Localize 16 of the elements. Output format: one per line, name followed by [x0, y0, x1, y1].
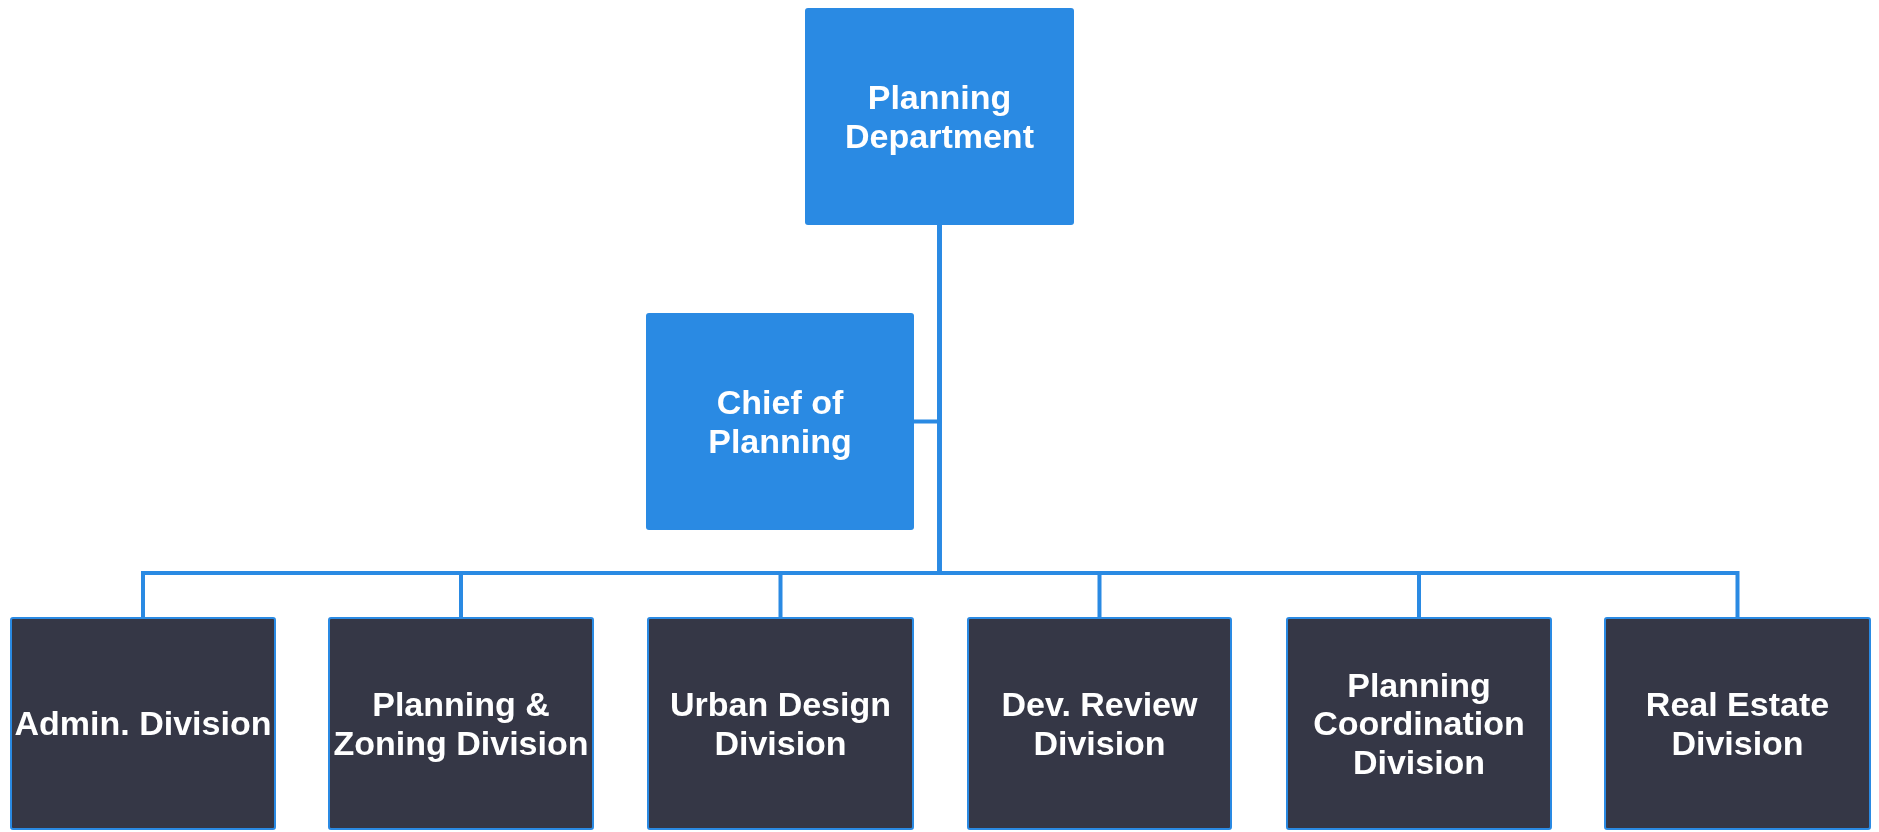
node-label: Planning & Zoning Division	[332, 685, 590, 762]
node-label: Planning Department	[844, 78, 1035, 155]
node-label: Admin. Division	[14, 704, 272, 743]
division-box	[10, 617, 276, 830]
division-box	[967, 617, 1232, 830]
position-box	[805, 8, 1074, 225]
node-label: Chief of Planning	[707, 383, 853, 460]
node-label: Urban Design Division	[668, 685, 892, 762]
node-label: Planning Coordination Division	[1312, 666, 1526, 781]
division-box	[647, 617, 914, 830]
division-box	[1604, 617, 1871, 830]
node-label: Real Estate Division	[1644, 685, 1831, 762]
division-box	[1286, 617, 1552, 830]
division-box	[328, 617, 594, 830]
position-box	[646, 313, 914, 530]
node-label: Dev. Review Division	[1000, 685, 1199, 762]
